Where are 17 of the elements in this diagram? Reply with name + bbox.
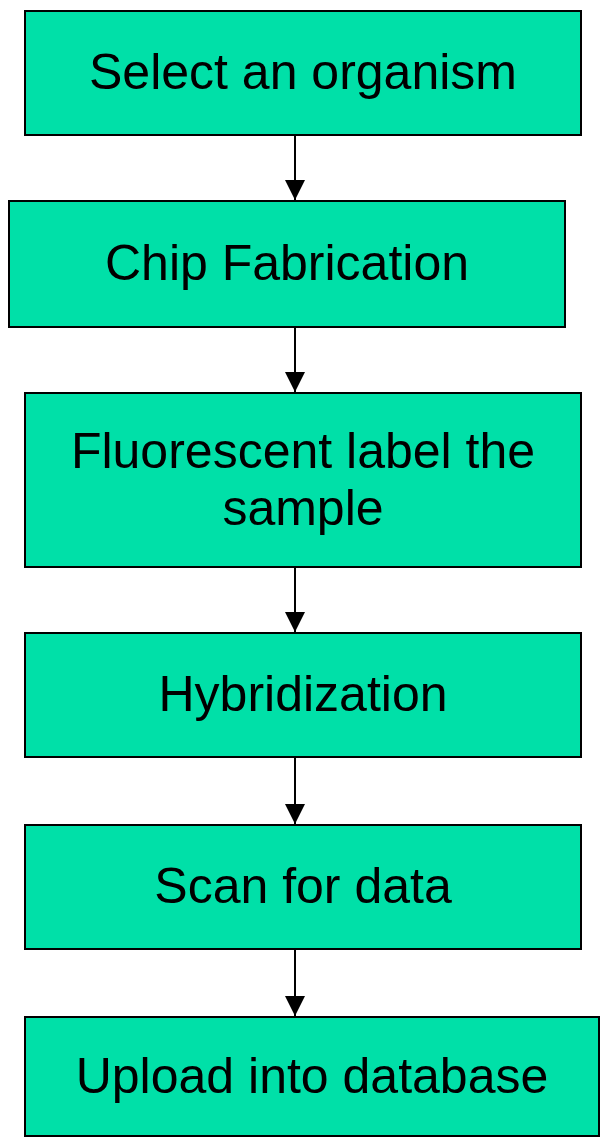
arrow	[285, 327, 305, 393]
process-box	[24, 10, 582, 136]
step-label: Chip Fabrication	[104, 235, 470, 293]
process-box	[8, 200, 566, 328]
step-label: Scan for data	[154, 858, 452, 916]
process-box	[24, 824, 582, 950]
process-box	[24, 1016, 600, 1137]
process-box	[24, 392, 582, 568]
arrow	[285, 135, 305, 201]
process-box	[24, 632, 582, 758]
step-label: Upload into database	[75, 1047, 549, 1106]
arrow	[285, 567, 305, 633]
arrow	[285, 949, 305, 1017]
step-label: Select an organism	[89, 44, 517, 102]
arrow	[285, 757, 305, 825]
step-label: Fluorescent label the sample	[69, 422, 537, 538]
step-label: Hybridization	[158, 666, 448, 724]
